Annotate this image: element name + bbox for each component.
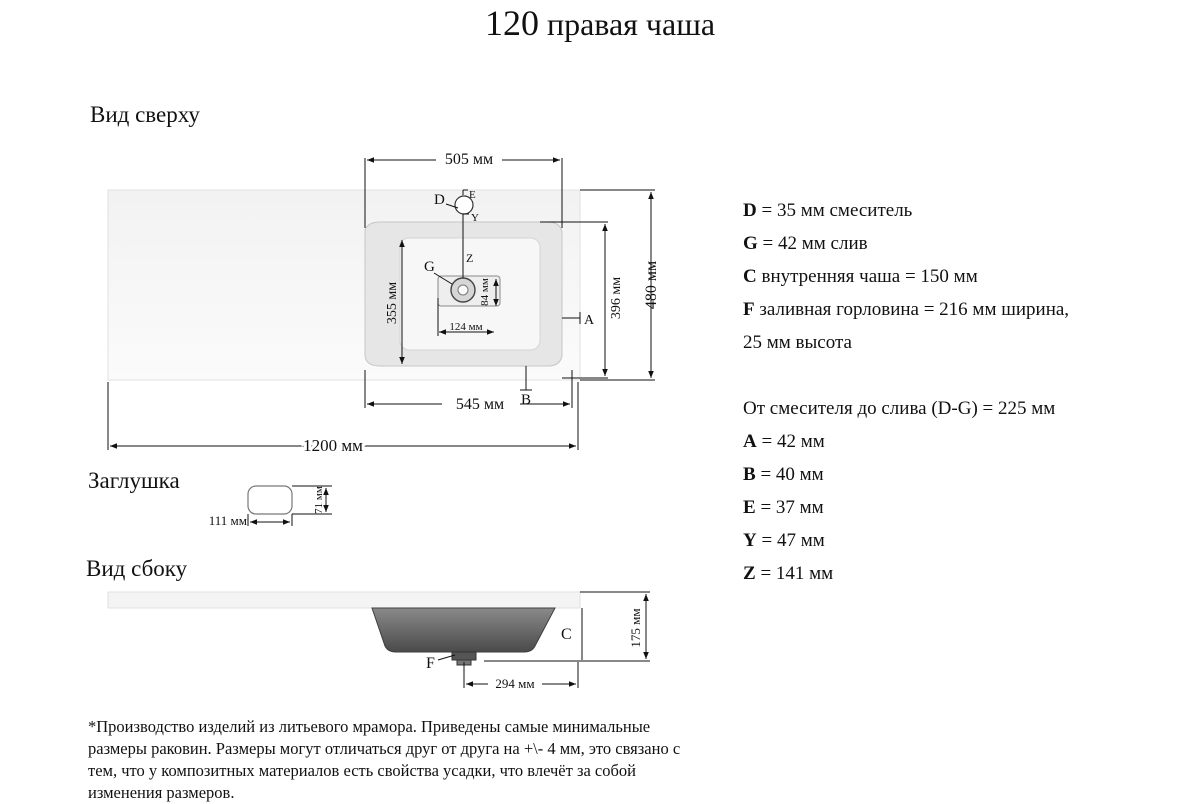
label-z: Z [466, 251, 473, 265]
label-g: G [424, 259, 435, 275]
drain-neck [451, 651, 477, 661]
label-c: C [561, 626, 572, 643]
side-slab [107, 591, 581, 609]
title-text: правая чаша [546, 6, 716, 42]
dim-side-offset: 294 мм [495, 676, 534, 691]
spec-c: C внутренняя чаша = 150 мм [743, 266, 978, 287]
label-d: D [434, 192, 445, 208]
drain-center-icon [457, 284, 469, 296]
spec-distance: От смесителя до слива (D-G) = 225 мм [743, 398, 1056, 419]
spec-b: B = 40 мм [743, 464, 824, 485]
dim-total-width: 1200 мм [303, 436, 363, 455]
spec-f-height: 25 мм высота [743, 332, 852, 353]
label-b: B [521, 392, 531, 408]
spec-a: A = 42 мм [743, 431, 825, 452]
dim-bowl-width: 505 мм [445, 151, 493, 168]
dim-drain-offset-x: 124 мм [449, 321, 482, 333]
spec-z: Z = 141 мм [743, 563, 834, 584]
page-title: 120 правая чаша [0, 2, 1200, 44]
plug-shape [247, 485, 293, 515]
spec-f: F заливная горловина = 216 мм ширина, [743, 299, 1070, 320]
spec-y: Y = 47 мм [743, 530, 825, 551]
dim-side-height: 175 мм [628, 608, 643, 647]
spec-d: D = 35 мм смеситель [743, 200, 913, 221]
spec-g: G = 42 мм слив [743, 233, 868, 254]
spec-e: E = 37 мм [743, 497, 824, 518]
dim-depth: 480 мм [643, 261, 660, 309]
plug-view: 71 мм 111 мм [209, 485, 332, 528]
label-y: Y [471, 212, 479, 224]
side-view: C F 175 мм 294 мм [107, 591, 650, 691]
footnote: *Производство изделий из литьевого мрамо… [88, 717, 681, 802]
dim-inner-height: 355 мм [385, 282, 400, 324]
spec-list: D = 35 мм смеситель G = 42 мм слив C вну… [743, 194, 1069, 590]
dim-outer-bowl: 545 мм [456, 396, 504, 413]
side-bowl [371, 607, 556, 653]
dim-plug-height: 71 мм [313, 486, 325, 514]
section-side-view: Вид сбоку [86, 556, 188, 581]
section-top-view: Вид сверху [90, 102, 200, 127]
label-e: E [469, 189, 476, 201]
label-a: A [584, 313, 595, 328]
title-number: 120 [484, 3, 539, 43]
top-view: 505 мм D E Y Z G 84 мм 124 мм 355 мм A [107, 151, 660, 458]
dim-inner-depth: 396 мм [609, 277, 624, 319]
label-f: F [426, 655, 435, 672]
dim-drain-offset-y: 84 мм [479, 278, 491, 306]
dim-plug-width: 111 мм [209, 513, 247, 528]
section-plug: Заглушка [88, 468, 180, 493]
